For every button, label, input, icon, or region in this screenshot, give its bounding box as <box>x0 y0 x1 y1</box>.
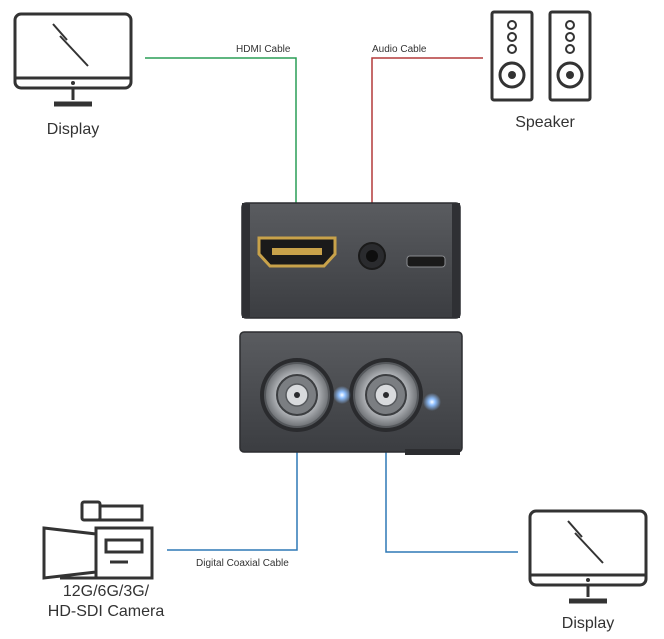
woofer-center-icon <box>508 71 516 79</box>
power-dot-icon <box>586 578 590 582</box>
audio-cable: Audio Cable <box>371 44 483 242</box>
video-camera-icon <box>42 500 154 580</box>
display-top: Display <box>13 12 133 138</box>
hdmi-cable-line <box>145 57 297 238</box>
display-top-label: Display <box>47 121 99 138</box>
led-indicator-icon <box>423 393 441 411</box>
bnc-connector-out-icon <box>349 358 423 432</box>
side-rail <box>242 203 250 318</box>
coax-cable-label: Digital Coaxial Cable <box>196 558 289 569</box>
monitor-icon <box>528 509 648 604</box>
foot-rail <box>405 449 460 455</box>
speaker-label: Speaker <box>515 114 575 131</box>
camera-label-line1: 12G/6G/3G/ <box>63 583 150 600</box>
usb-port-icon <box>406 255 446 268</box>
hdmi-cable: HDMI Cable <box>145 44 297 238</box>
side-rail <box>452 203 460 318</box>
monitor-icon <box>13 12 133 107</box>
led-indicator-icon <box>333 386 351 404</box>
display-bottom: Display <box>528 509 648 632</box>
speaker-icon <box>490 10 592 102</box>
audio-cable-line <box>371 57 483 242</box>
audio-cable-label: Audio Cable <box>372 44 427 55</box>
hdmi-port-icon <box>257 236 337 268</box>
display-bottom-label: Display <box>562 615 614 632</box>
hdmi-cable-label: HDMI Cable <box>236 44 291 55</box>
camera: 12G/6G/3G/ HD-SDI Camera <box>42 500 165 620</box>
woofer-center-icon <box>566 71 574 79</box>
audio-jack-icon <box>358 242 386 270</box>
converter-sdi-panel <box>239 331 463 455</box>
speaker: Speaker <box>490 10 592 131</box>
power-dot-icon <box>71 81 75 85</box>
converter-output-panel <box>241 202 461 319</box>
camera-label-line2: HD-SDI Camera <box>48 603 165 620</box>
bnc-connector-in-icon <box>260 358 334 432</box>
